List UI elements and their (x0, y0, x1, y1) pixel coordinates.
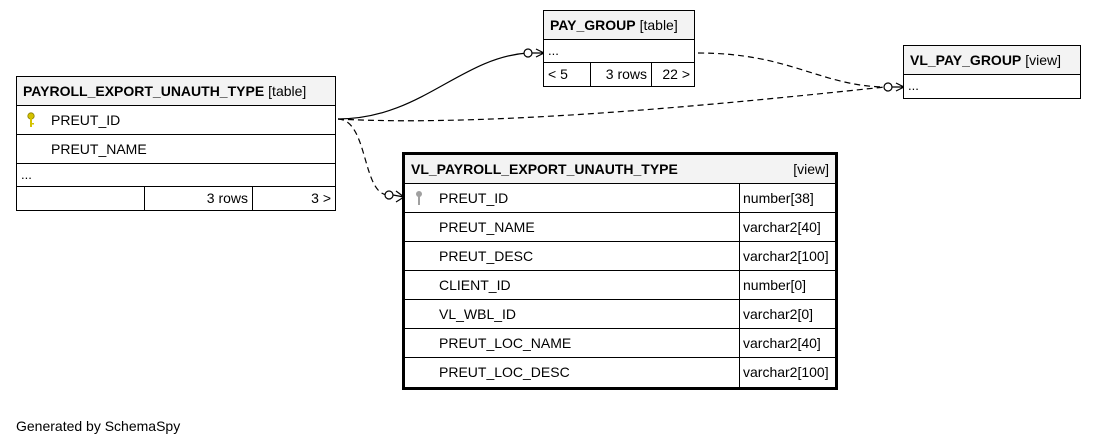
column-type: varchar2[100] (739, 242, 835, 270)
table-name: VL_PAYROLL_EXPORT_UNAUTH_TYPE (411, 161, 678, 177)
column-list: PREUT_ID number[38] PREUT_NAME varchar2[40]… (405, 184, 835, 387)
table-kind: [view] (793, 161, 829, 177)
column-cell: PREUT_ID (17, 106, 335, 134)
column-cell: CLIENT_ID (405, 271, 739, 299)
column-row: PREUT_ID (17, 106, 335, 135)
column-cell: PREUT_LOC_NAME (405, 329, 739, 357)
column-type: varchar2[40] (739, 329, 835, 357)
table-pay-group[interactable]: PAY_GROUP[table] ... < 5 3 rows 22 > (543, 10, 695, 87)
view-vl-pay-group[interactable]: VL_PAY_GROUP[view] ... (903, 45, 1081, 99)
table-kind: [table] (639, 17, 678, 33)
column-row: PREUT_DESC varchar2[100] (405, 242, 835, 271)
footer-rows: 3 rows (590, 63, 651, 86)
column-name: PREUT_LOC_DESC (439, 364, 570, 380)
ellipsis-row: ... (544, 40, 694, 63)
column-name: VL_WBL_ID (439, 306, 517, 322)
column-cell: PREUT_NAME (17, 135, 335, 163)
relationship-payroll-vlpaygroup (337, 86, 886, 122)
column-row: PREUT_ID number[38] (405, 184, 835, 213)
table-header: PAYROLL_EXPORT_UNAUTH_TYPE[table] (17, 77, 335, 106)
column-cell: PREUT_DESC (405, 242, 739, 270)
table-kind: [table] (268, 83, 307, 99)
column-name: PREUT_LOC_NAME (439, 335, 572, 351)
column-type: varchar2[40] (739, 213, 835, 241)
column-type: varchar2[100] (739, 358, 835, 387)
ellipsis: ... (21, 167, 32, 182)
table-header: VL_PAYROLL_EXPORT_UNAUTH_TYPE [view] (405, 155, 835, 184)
column-cell: PREUT_ID (405, 184, 739, 212)
relationship-payroll-paygroup (337, 52, 528, 120)
optional-circle (883, 82, 893, 92)
key-icon (416, 191, 422, 205)
footer-children[interactable]: 3 > (252, 187, 335, 210)
relationship-paygroup-vlpaygroup (697, 52, 886, 88)
column-row: CLIENT_ID number[0] (405, 271, 835, 300)
column-cell: VL_WBL_ID (405, 300, 739, 328)
table-payroll-export-unauth-type[interactable]: PAYROLL_EXPORT_UNAUTH_TYPE[table] PREUT_… (16, 76, 336, 211)
column-type: number[0] (739, 271, 835, 299)
table-name: PAYROLL_EXPORT_UNAUTH_TYPE (23, 83, 265, 99)
table-kind: [view] (1025, 52, 1062, 68)
column-row: PREUT_LOC_DESC varchar2[100] (405, 358, 835, 387)
column-name: PREUT_ID (439, 190, 509, 206)
ellipsis-row: ... (17, 164, 335, 187)
footer-parents (17, 187, 144, 210)
footer-parents[interactable]: < 5 (548, 66, 568, 82)
column-name: PREUT_ID (51, 112, 121, 128)
key-icon (27, 112, 35, 127)
column-row: PREUT_LOC_NAME varchar2[40] (405, 329, 835, 358)
column-row: PREUT_NAME varchar2[40] (405, 213, 835, 242)
column-type: varchar2[0] (739, 300, 835, 328)
column-name: PREUT_NAME (439, 219, 535, 235)
ellipsis: ... (548, 43, 559, 58)
column-row: PREUT_NAME (17, 135, 335, 164)
table-footer: 3 rows 3 > (17, 187, 335, 210)
footer-children[interactable]: 22 > (651, 63, 694, 86)
optional-circle (523, 48, 533, 58)
relationship-payroll-vlpayroll (337, 118, 388, 196)
view-vl-payroll-export-unauth-type[interactable]: VL_PAYROLL_EXPORT_UNAUTH_TYPE [view] PRE… (402, 152, 838, 390)
table-footer: < 5 3 rows 22 > (544, 63, 694, 86)
table-header: VL_PAY_GROUP[view] (904, 46, 1080, 75)
column-name: PREUT_NAME (51, 141, 147, 157)
column-name: PREUT_DESC (439, 248, 534, 264)
optional-circle (384, 190, 394, 200)
column-name: CLIENT_ID (439, 277, 511, 293)
column-row: VL_WBL_ID varchar2[0] (405, 300, 835, 329)
table-name: PAY_GROUP (550, 17, 636, 33)
column-type: number[38] (739, 184, 835, 212)
footer-rows: 3 rows (144, 187, 252, 210)
ellipsis-row: ... (904, 75, 1080, 98)
generator-caption: Generated by SchemaSpy (16, 418, 181, 434)
column-cell: PREUT_LOC_DESC (405, 358, 739, 387)
table-header: PAY_GROUP[table] (544, 11, 694, 40)
column-cell: PREUT_NAME (405, 213, 739, 241)
ellipsis: ... (908, 78, 919, 93)
table-name: VL_PAY_GROUP (910, 52, 1022, 68)
